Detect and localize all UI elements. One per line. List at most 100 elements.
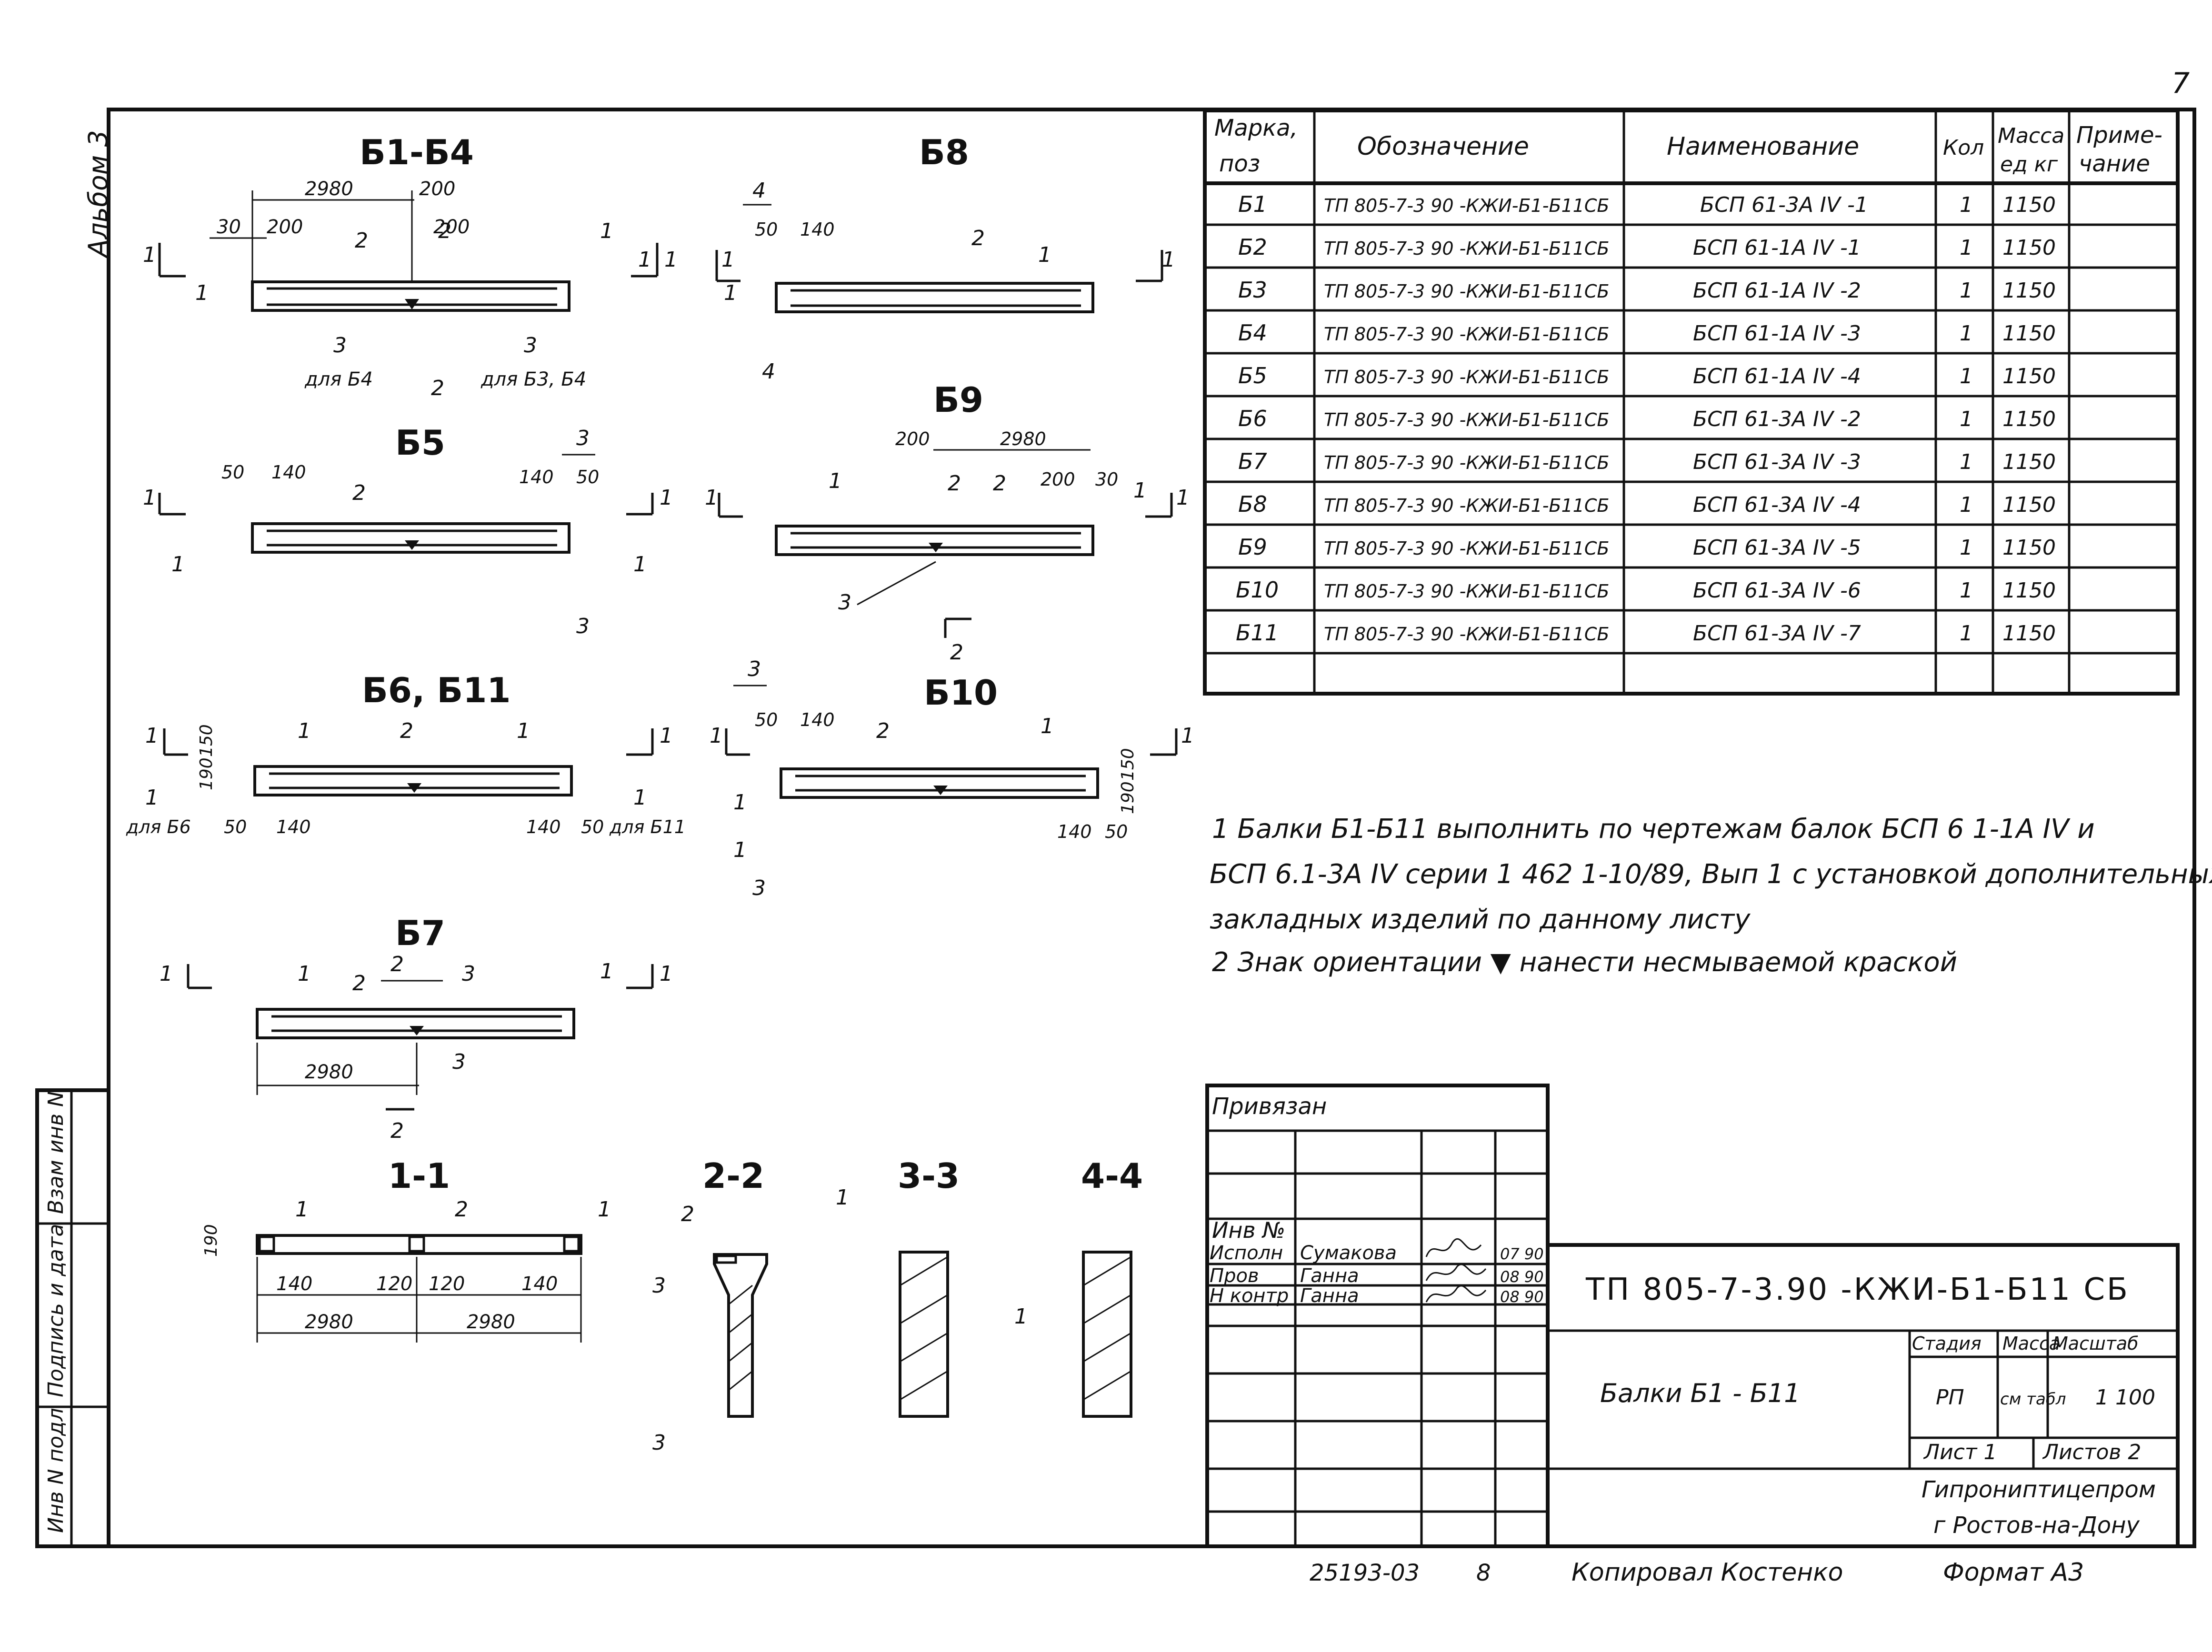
row-qty: 1 [1960,364,1973,388]
row-mark: Б8 [1238,491,1267,517]
signature-scribble [1425,1238,1487,1303]
dim-label: 50 [224,816,247,837]
view-title: Б10 [924,673,998,713]
row-mass: 1150 [2002,621,2056,646]
view-b7: Б7 1 1 2 2 3 1 1 2980 3 2 [160,913,673,1143]
callout: 1 [664,248,678,272]
callout: 3 [452,1050,466,1074]
dim-label: 200 [895,428,930,449]
callout: 1 [660,724,673,748]
note-label: для Б4 [304,368,373,390]
view-b9: Б9 200 2980 200 30 1 1 2 2 1 1 3 2 [705,380,1190,665]
callout: 2 [438,219,451,243]
section-1-1: 1-1 190 1 2 1 140 120 120 140 2980 2980 [201,1156,611,1343]
table-row: Б5 ТП 805-7-3 90 -КЖИ-Б1-Б11СБ БСП 61-1А… [1238,363,2056,388]
row-mass: 1150 [2002,578,2056,603]
table-row: Б10 ТП 805-7-3 90 -КЖИ-Б1-Б11СБ БСП 61-3… [1236,577,2056,603]
dim-label: 30 [217,216,241,238]
callout: 1 [600,219,613,243]
row-name: БСП 61-3А IV -1 [1700,193,1868,217]
sign-date: 07 90 [1500,1245,1544,1263]
general-notes: 1 Балки Б1-Б11 выполнить по чертежам бал… [1210,814,2212,978]
table-row: Б11 ТП 805-7-3 90 -КЖИ-Б1-Б11СБ БСП 61-3… [1236,620,2056,646]
callout: 1 [721,248,735,272]
section-3-3: 3-3 1 [836,1156,960,1418]
dim-label: 2980 [467,1311,515,1333]
view-title: 4-4 [1081,1156,1143,1196]
callout: 3 [333,333,347,358]
row-designation: ТП 805-7-3 90 -КЖИ-Б1-Б11СБ [1324,324,1609,345]
row-designation: ТП 805-7-3 90 -КЖИ-Б1-Б11СБ [1324,452,1609,473]
callout: 1 [710,724,723,748]
section-4-4: 4-4 1 [1014,1156,1143,1418]
dim-label: 200 [1041,469,1075,490]
row-qty: 1 [1960,321,1973,346]
view-title: 3-3 [898,1156,960,1196]
spec-header-name: Наименование [1667,132,1859,161]
note-label: для Б11 [609,816,686,837]
section-2-2: 2-2 2 3 3 [652,1156,768,1455]
sign-role: Пров [1210,1265,1259,1287]
dim-label: 50 [755,219,778,240]
callout: 1 [733,838,747,862]
callout: 3 [576,614,590,638]
view-b1-b4: Б1-Б4 2980 200 30 200 200 1 2 2 1 1 1 1 … [143,132,678,400]
dim-label: 50 [221,462,244,483]
row-name: БСП 61-3А IV -2 [1693,407,1861,431]
spec-header-note: Приме- [2076,122,2162,149]
callout: 1 [829,469,842,493]
row-mass: 1150 [2002,450,2056,474]
row-qty: 1 [1960,450,1973,474]
dim-label: 140 [1057,821,1092,842]
sheets-total: Листов 2 [2042,1440,2141,1464]
view-title: Б1-Б4 [360,132,474,172]
callout: 1 [836,1185,849,1210]
row-designation: ТП 805-7-3 90 -КЖИ-Б1-Б11СБ [1324,238,1609,259]
callout: 1 [143,486,156,510]
callout: 1 [145,724,159,748]
row-mark: Б1 [1238,191,1267,217]
row-name: БСП 61-3А IV -4 [1693,493,1861,517]
dim-label: 200 [267,216,303,238]
drawing-title: Балки Б1 - Б11 [1600,1378,1801,1408]
view-b8: Б8 4 4 50 140 2 1 1 1 1 [715,132,1175,384]
row-qty: 1 [1960,621,1973,646]
row-designation: ТП 805-7-3 90 -КЖИ-Б1-Б11СБ [1324,195,1609,216]
drawing-code: ТП 805-7-3.90 -КЖИ-Б1-Б11 СБ [1585,1272,2130,1307]
table-row: Б9 ТП 805-7-3 90 -КЖИ-Б1-Б11СБ БСП 61-3А… [1238,534,2056,560]
footer-n: 8 [1476,1560,1491,1586]
callout: 3 [652,1274,666,1298]
view-title: 1-1 [388,1156,450,1196]
callout: 2 [400,719,413,743]
spec-header-mass: ед кг [2000,152,2058,177]
table-row: Б3 ТП 805-7-3 90 -КЖИ-Б1-Б11СБ БСП 61-1А… [1238,277,2056,303]
callout: 1 [633,786,647,810]
note-line: 1 Балки Б1-Б11 выполнить по чертежам бал… [1212,814,2095,845]
table-row: Б1 ТП 805-7-3 90 -КЖИ-Б1-Б11СБ БСП 61-3А… [1238,191,2056,217]
callout: 3 [752,876,766,900]
row-mark: Б7 [1238,448,1267,474]
privyazan-label: Привязан [1212,1093,1327,1120]
callout: 2 [390,1119,404,1143]
row-name: БСП 61-1А IV -4 [1693,364,1861,388]
sign-date: 08 90 [1500,1288,1544,1306]
row-mass: 1150 [2002,236,2056,260]
row-mark: Б6 [1238,406,1267,431]
inv-label: Инв № [1212,1217,1285,1243]
row-mass: 1150 [2002,364,2056,388]
callout: 3 [838,590,851,615]
row-name: БСП 61-3А IV -5 [1693,536,1861,560]
spec-table: Марка, поз Обозначение Наименование Кол … [1203,109,2180,696]
callout: 1 [638,248,651,272]
row-qty: 1 [1960,193,1973,217]
callout: 2 [352,971,366,995]
left-stamp: Инв N подл Подпись и дата Взам инв N [35,1088,110,1548]
callout: 3 [462,962,475,986]
row-designation: ТП 805-7-3 90 -КЖИ-Б1-Б11СБ [1324,624,1609,645]
callout: 3 [748,657,761,681]
stage-header: Стадия [1912,1333,1982,1354]
sign-name: Ганна [1300,1265,1359,1287]
row-mass: 1150 [2002,193,2056,217]
sign-date: 08 90 [1500,1268,1544,1286]
row-name: БСП 61-1А IV -2 [1693,279,1861,303]
